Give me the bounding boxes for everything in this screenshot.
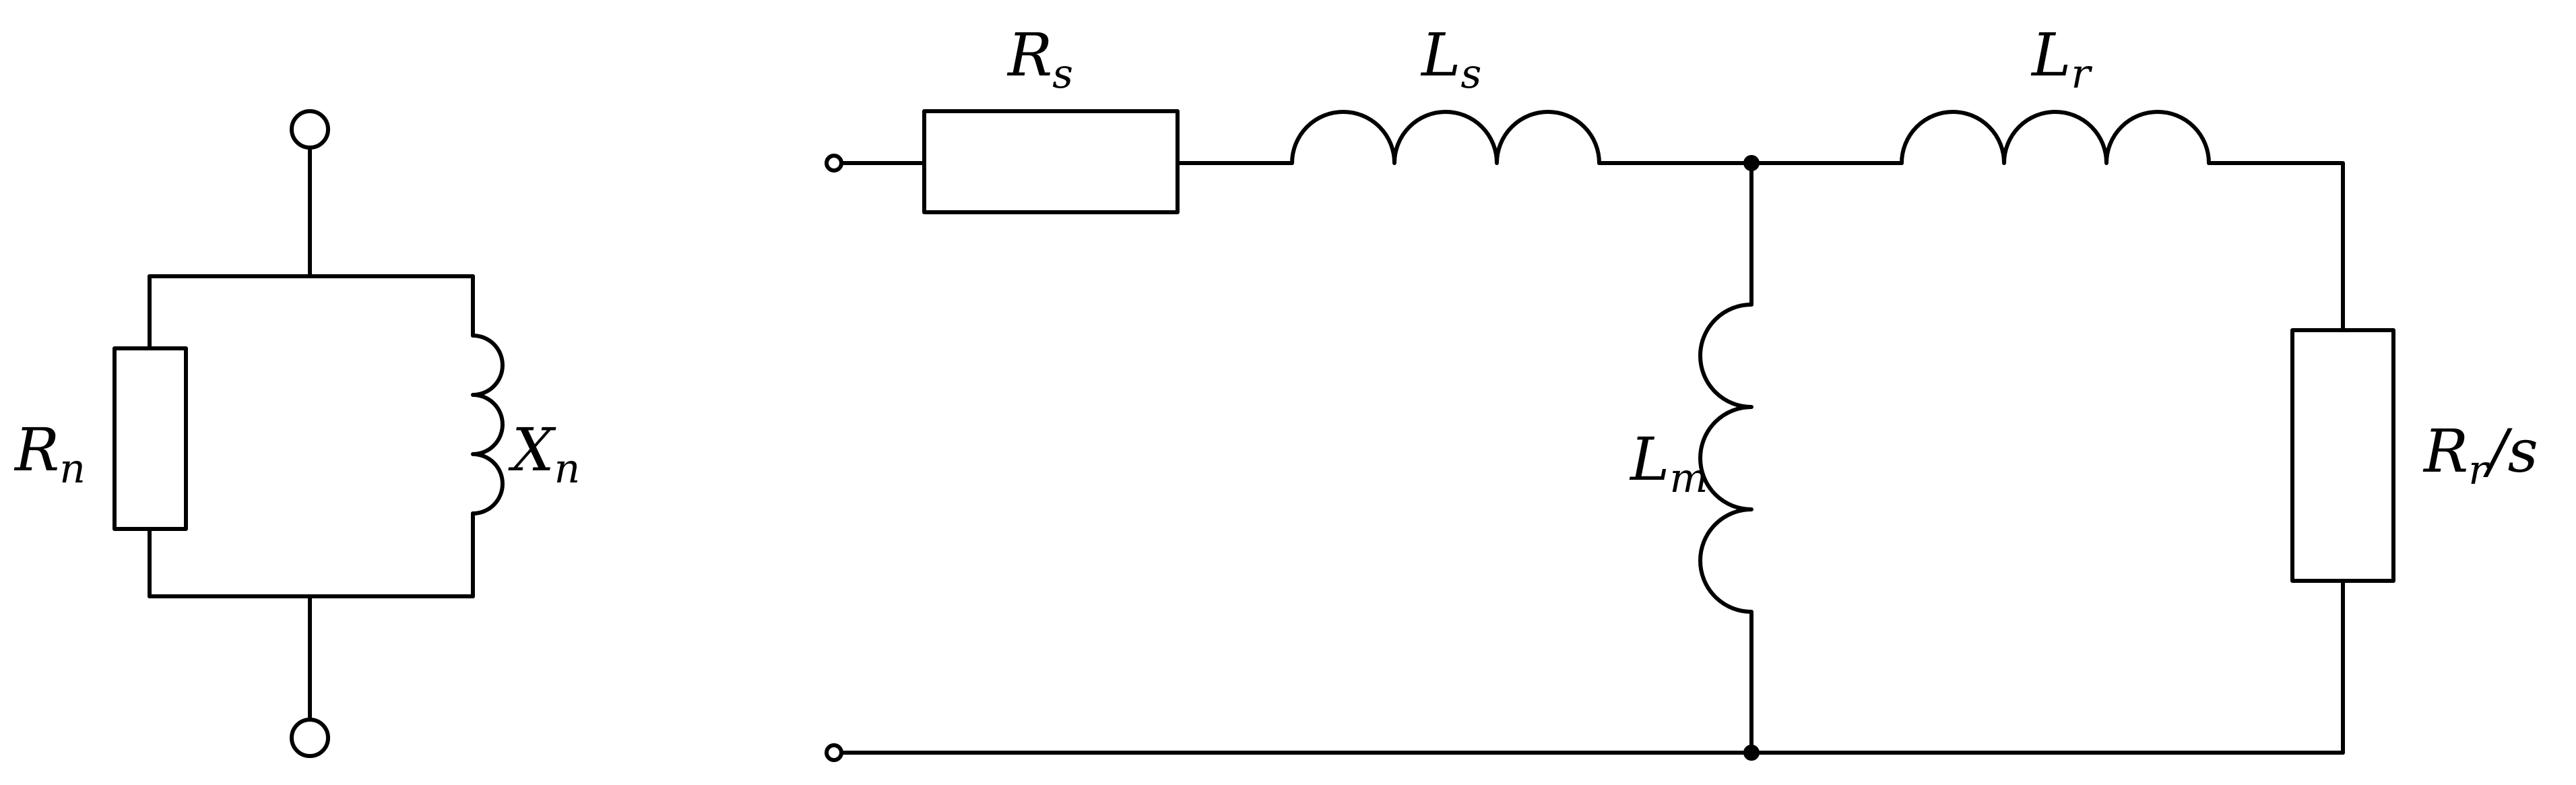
equivalent-circuit: Rs Ls Lr Lm Rr/s — [825, 20, 2538, 762]
lr-label: Lr — [2030, 20, 2092, 98]
parallel-rx-circuit: Rn Xn — [13, 109, 580, 758]
rr-s-label: Rr/s — [2422, 416, 2538, 494]
bottom-terminal — [290, 718, 330, 758]
bottom-junction-node — [1743, 745, 1760, 761]
rs-resistor — [922, 109, 1180, 214]
ls-inductor — [1290, 110, 1601, 165]
xn-label: Xn — [508, 415, 580, 493]
input-terminal-bottom — [825, 743, 843, 762]
lr-corner-wire — [2207, 161, 2345, 332]
ls-label: Ls — [1420, 20, 1481, 98]
rs-label: Rs — [1006, 20, 1073, 98]
rn-label: Rn — [13, 415, 86, 493]
rr-s-resistor — [2290, 328, 2395, 583]
lm-inductor — [1698, 303, 1753, 614]
lm-label: Lm — [1629, 425, 1708, 502]
input-terminal-top — [825, 154, 843, 172]
top-terminal — [290, 109, 330, 150]
lr-inductor — [1900, 110, 2211, 165]
rn-resistor — [112, 346, 188, 531]
xn-inductor — [471, 334, 505, 515]
